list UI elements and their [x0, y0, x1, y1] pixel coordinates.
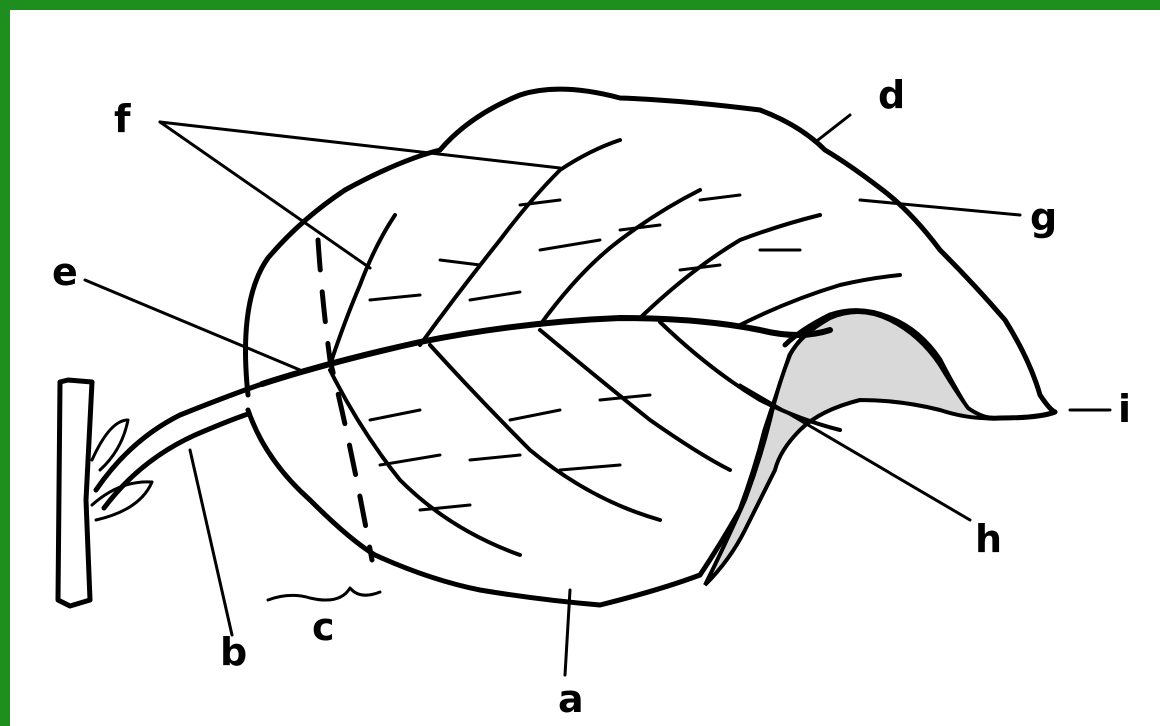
label-g: g	[1030, 195, 1057, 239]
label-d: d	[878, 73, 905, 117]
label-h: h	[975, 517, 1002, 561]
leaf-blade	[246, 89, 1056, 605]
label-e: e	[52, 250, 78, 294]
label-a: a	[558, 677, 584, 721]
label-c: c	[312, 605, 335, 649]
label-b: b	[220, 630, 247, 674]
twig	[58, 380, 152, 606]
label-f: f	[114, 97, 131, 141]
petiole	[96, 384, 262, 508]
label-i: i	[1118, 387, 1131, 431]
